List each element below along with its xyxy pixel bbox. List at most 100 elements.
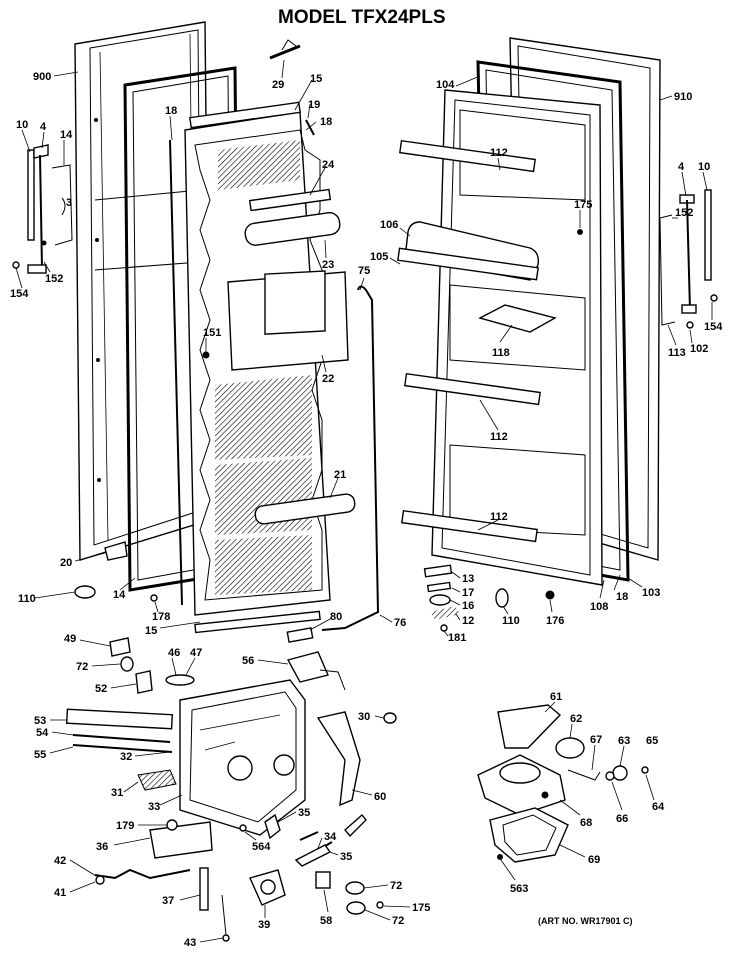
- label-105: 105: [370, 251, 388, 263]
- part-43-rod: [221, 894, 227, 936]
- label-563: 563: [510, 883, 528, 895]
- art-number: (ART NO. WR17901 C): [538, 916, 633, 926]
- label-18-left: 18: [165, 105, 177, 117]
- label-152-right: 152: [675, 207, 693, 219]
- part-72-clip-top: [120, 656, 134, 672]
- part-105-dairy-shelf: [397, 247, 539, 281]
- label-36: 36: [96, 841, 108, 853]
- label-61: 61: [550, 691, 562, 703]
- part-176: [545, 590, 555, 600]
- label-46: 46: [168, 647, 180, 659]
- part-181: [440, 624, 448, 632]
- label-10-right: 10: [698, 161, 710, 173]
- label-112-top: 112: [490, 147, 508, 159]
- part-110-left: [74, 585, 96, 599]
- part-110-right: [495, 588, 509, 608]
- label-75: 75: [358, 265, 370, 277]
- label-102: 102: [690, 343, 708, 355]
- part-64-65: [641, 766, 649, 774]
- label-32: 32: [120, 751, 132, 763]
- part-41-lever: [94, 868, 191, 880]
- label-66: 66: [616, 813, 628, 825]
- freezer-hinge-parts: [12, 144, 73, 274]
- part-63: [612, 765, 628, 781]
- label-151: 151: [203, 327, 221, 339]
- part-564-screw: [239, 824, 247, 832]
- label-10-left: 10: [16, 119, 28, 131]
- label-175-bottom: 175: [412, 902, 430, 914]
- part-55-strip: [72, 744, 173, 753]
- part-68-crusher-housing: [477, 754, 566, 816]
- part-112-shelf-top: [399, 139, 536, 173]
- part-175-screw-bottom: [376, 901, 384, 909]
- part-118-tray: [478, 304, 557, 333]
- label-910: 910: [674, 91, 692, 103]
- label-110-right: 110: [502, 615, 520, 627]
- label-152-left: 152: [45, 273, 63, 285]
- part-number-labels: 900 10 4 14 3 154 152 18 29 15 19 18 24 …: [10, 71, 723, 949]
- label-179: 179: [116, 820, 134, 832]
- part-17: [426, 581, 452, 593]
- label-22: 22: [322, 373, 334, 385]
- label-103: 103: [642, 587, 660, 599]
- label-72-middle: 72: [390, 880, 402, 892]
- label-35-bottom: 35: [340, 851, 352, 863]
- part-52-switch: [135, 670, 153, 694]
- label-20: 20: [60, 557, 72, 569]
- part-151-screw: [202, 351, 210, 359]
- part-72-clip-middle: [345, 881, 365, 895]
- part-53-panel: [65, 708, 174, 730]
- part-34-b: [299, 831, 319, 841]
- part-42: [95, 875, 105, 885]
- part-35-b: [294, 844, 332, 867]
- label-16: 16: [462, 600, 474, 612]
- dispenser-housing: [179, 679, 306, 836]
- label-42: 42: [54, 855, 66, 867]
- label-72-bottom: 72: [392, 915, 404, 927]
- part-80: [286, 627, 314, 643]
- part-62-disc: [555, 737, 585, 759]
- label-118: 118: [492, 347, 510, 359]
- label-181: 181: [448, 632, 466, 644]
- part-31-grille: [138, 770, 176, 790]
- label-68: 68: [580, 817, 592, 829]
- label-113: 113: [668, 347, 686, 359]
- part-29: [269, 44, 301, 60]
- part-16: [429, 594, 451, 606]
- label-69: 69: [588, 854, 600, 866]
- fresh-food-hinge-parts: [659, 189, 718, 329]
- label-52: 52: [95, 683, 107, 695]
- model-title: MODEL TFX24PLS: [278, 7, 446, 28]
- part-12: [430, 606, 460, 620]
- part-56-wires: [319, 669, 346, 691]
- label-18-right: 18: [616, 591, 628, 603]
- label-64: 64: [652, 801, 665, 813]
- part-178: [150, 594, 158, 602]
- label-33: 33: [148, 801, 160, 813]
- label-15-bottom: 15: [145, 625, 157, 637]
- part-112-shelf-bottom: [401, 509, 538, 543]
- part-112-shelf-middle: [404, 372, 541, 406]
- label-31: 31: [111, 787, 123, 799]
- part-35-a: [264, 813, 281, 840]
- label-154-right: 154: [704, 321, 723, 333]
- label-154-left: 154: [10, 288, 29, 300]
- label-18-liner: 18: [320, 116, 332, 128]
- label-21: 21: [334, 469, 346, 481]
- part-179: [166, 819, 178, 831]
- label-60: 60: [374, 791, 386, 803]
- part-13: [423, 564, 453, 578]
- label-54: 54: [36, 727, 49, 739]
- label-58: 58: [320, 915, 332, 927]
- part-23-bin: [244, 212, 341, 246]
- label-23: 23: [322, 259, 334, 271]
- label-47: 47: [190, 647, 202, 659]
- label-49: 49: [64, 633, 76, 645]
- label-14-gasket: 14: [113, 589, 126, 601]
- label-80: 80: [330, 611, 342, 623]
- label-175-top: 175: [574, 199, 592, 211]
- label-106: 106: [380, 219, 398, 231]
- label-56: 56: [242, 655, 254, 667]
- label-19: 19: [308, 99, 320, 111]
- label-65: 65: [646, 735, 658, 747]
